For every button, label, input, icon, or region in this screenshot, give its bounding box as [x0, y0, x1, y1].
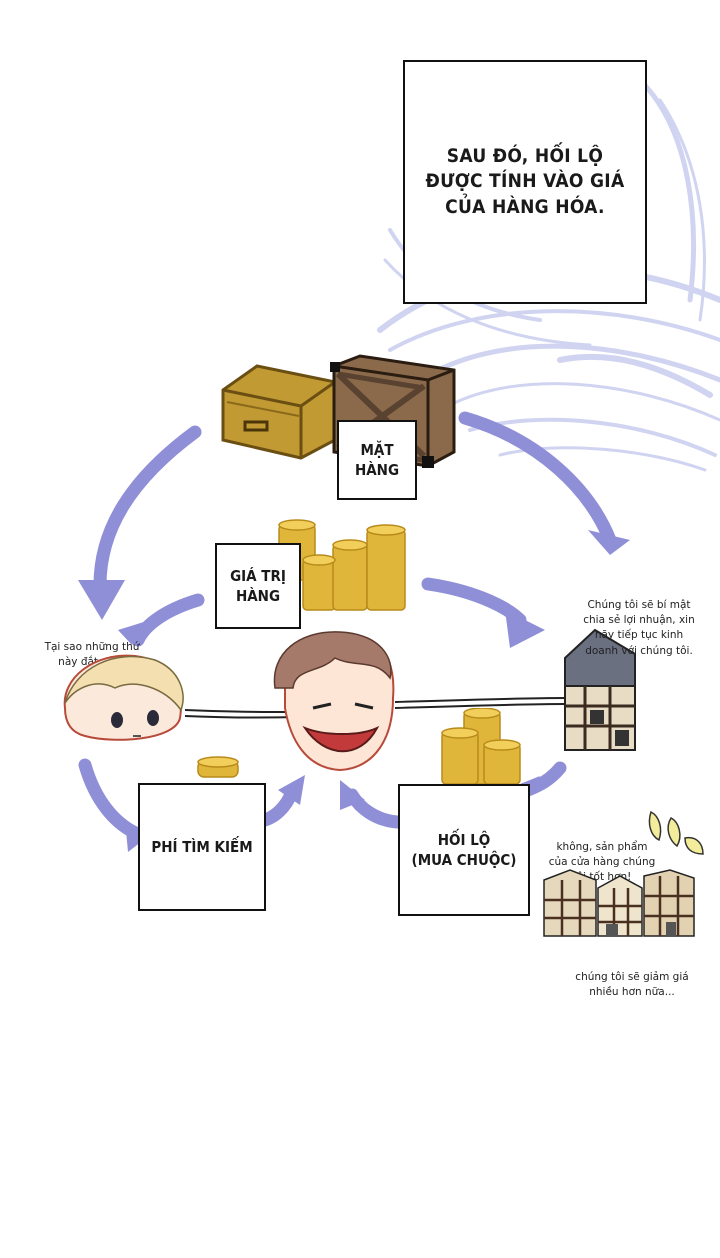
goods-label-line-1: MẶT — [360, 440, 394, 459]
exclamation-burst-icon — [648, 810, 704, 855]
shop-speech-line-1: Chúng tôi sẽ bí mật — [587, 599, 691, 611]
shop-building — [564, 628, 636, 751]
arrowhead-value-customer — [118, 620, 150, 645]
caption-line-2: ĐƯỢC TÍNH VÀO GIÁ — [425, 170, 625, 193]
coin-stacks-value — [278, 519, 406, 611]
arrow-crate-to-shop — [458, 411, 617, 547]
arrow-value-to-customer — [131, 593, 205, 647]
rival-speech-line-1: không, sản phẩm — [556, 841, 648, 853]
bribe-box: HỐI LỘ (MUA CHUỘC) — [398, 784, 530, 916]
arrow-goods-to-customer — [93, 425, 202, 592]
value-label-line-1: GIÁ TRỊ — [230, 566, 286, 585]
goods-label-line-2: HÀNG — [354, 461, 400, 479]
shop-speech-line-2: chia sẻ lợi nhuận, xin — [583, 614, 695, 627]
single-coin — [197, 756, 239, 778]
merchant-face — [273, 631, 395, 772]
arrowhead-merchant-left — [278, 775, 305, 805]
arrowhead-shop — [588, 530, 630, 555]
arrowhead-value-shop — [505, 610, 545, 648]
customer-speech-line-1: Tại sao những thứ — [44, 641, 140, 653]
value-label-line-2: HÀNG — [235, 587, 281, 605]
shop-speech-line-4: doanh với chúng tôi. — [585, 644, 693, 657]
arrowhead-merchant-right — [340, 780, 365, 810]
search-fee-box: PHÍ TÌM KIẾM — [138, 783, 266, 911]
shop-speech: Chúng tôi sẽ bí mật chia sẻ lợi nhuận, x… — [578, 598, 700, 659]
search-fee-label: PHÍ TÌM KIẾM — [151, 837, 253, 856]
goods-label-box: MẶT HÀNG — [337, 420, 417, 500]
caption-line-3: CỦA HÀNG HÓA. — [445, 195, 605, 218]
discount-speech-line-1: chúng tôi sẽ giảm giá — [575, 971, 689, 983]
customer-face — [63, 654, 184, 741]
suitcase-illustration — [221, 364, 337, 460]
caption-line-1: SAU ĐÓ, HỐI LỘ — [446, 144, 604, 167]
discount-speech: chúng tôi sẽ giảm giá nhiều hơn nữa... — [572, 970, 692, 1000]
value-label-box: GIÁ TRỊ HÀNG — [215, 543, 301, 629]
bribe-label-line-2: (MUA CHUỘC) — [411, 851, 517, 869]
bribe-label-line-1: HỐI LỘ — [437, 830, 491, 849]
discount-speech-line-2: nhiều hơn nữa... — [589, 986, 675, 999]
rival-shop-buildings — [543, 869, 695, 937]
rival-speech-line-2: của cửa hàng chúng — [548, 856, 656, 869]
arrowhead-fee — [125, 820, 150, 852]
shop-speech-line-3: hãy tiếp tục kinh — [594, 629, 684, 642]
caption-box: SAU ĐÓ, HỐI LỘ ĐƯỢC TÍNH VÀO GIÁ CỦA HÀN… — [403, 60, 647, 304]
coin-stacks-bribe — [441, 708, 521, 785]
arrowhead-customer — [78, 580, 125, 620]
